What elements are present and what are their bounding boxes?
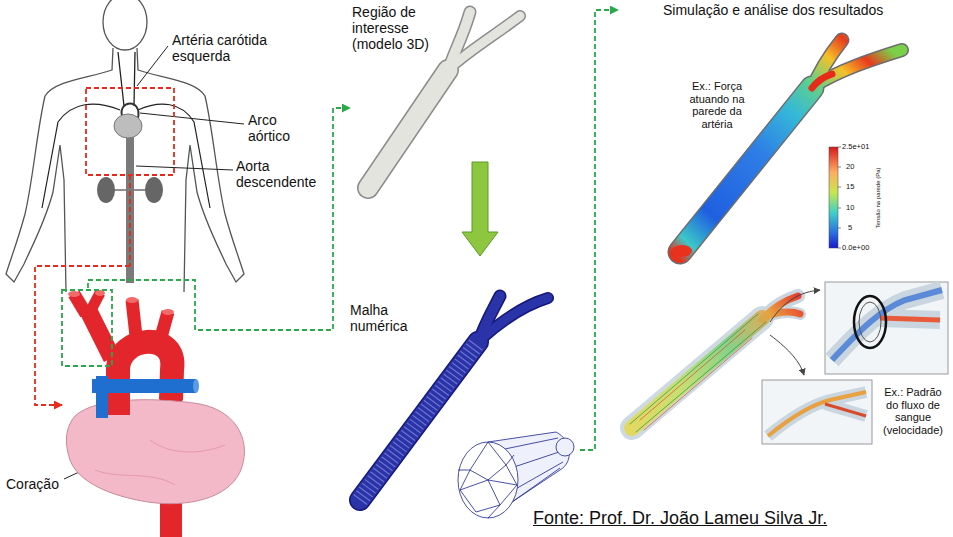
illustration-shape — [137, 46, 168, 86]
illustration-shape — [368, 70, 448, 188]
panel-heading: Malha numérica — [350, 302, 422, 334]
illustration-shape — [450, 16, 520, 68]
heart-panel: Coração — [62, 288, 252, 515]
anatomy-label: Coração — [6, 476, 66, 492]
illustration-shape — [193, 379, 199, 393]
dashed-connector — [580, 10, 618, 450]
illustration-shape — [880, 318, 940, 320]
scale-tick: 20 — [846, 163, 854, 172]
illustration-shape — [132, 300, 137, 345]
illustration-shape — [770, 290, 820, 322]
scale-tick: 5 — [848, 224, 852, 233]
stress-result — [672, 40, 902, 257]
mesh-cylinder — [458, 432, 574, 518]
color-bar — [829, 147, 841, 248]
illustration-shape — [95, 440, 225, 485]
illustration-shape — [88, 310, 112, 358]
scale-tick: 2.5e+01 — [842, 143, 869, 152]
illustration-shape — [854, 296, 886, 348]
illustration-shape — [114, 189, 146, 190]
illustration-shape — [137, 48, 244, 292]
illustration-shape — [118, 342, 172, 415]
illustration-shape — [68, 291, 80, 297]
illustration-shape — [768, 392, 866, 436]
illustration-shape — [118, 52, 135, 106]
illustration-shape — [458, 442, 518, 518]
illustration-shape — [126, 118, 134, 283]
illustration-shape — [630, 314, 766, 432]
illustration-shape — [6, 48, 113, 292]
illustration-shape — [480, 298, 548, 340]
illustration-shape — [838, 147, 841, 248]
scale-tick: 15 — [846, 183, 854, 192]
illustration-shape — [136, 166, 233, 170]
illustration-shape — [97, 177, 115, 203]
illustration-shape — [672, 245, 692, 257]
scale-tick: 10 — [846, 204, 854, 213]
body-vessels — [42, 52, 210, 283]
illustration-shape — [162, 309, 174, 315]
panel-heading: Região de interesse (modelo 3D) — [352, 4, 452, 52]
mesh-panel: Malha numérica — [345, 258, 580, 522]
illustration-shape — [825, 282, 948, 374]
illustration-shape — [762, 380, 872, 444]
result-panel: Ex.: Força atuando na parede da artéria — [665, 60, 905, 265]
illustration-shape — [140, 113, 244, 124]
illustration-shape — [458, 442, 517, 518]
illustration-shape — [368, 70, 448, 188]
illustration-shape — [145, 177, 163, 203]
illustration-shape — [96, 376, 108, 418]
process-arrow — [462, 162, 498, 256]
illustration-shape — [74, 294, 86, 314]
illustration-shape — [768, 392, 866, 436]
illustration-shape — [832, 290, 942, 360]
illustration-shape — [114, 114, 142, 138]
dashed-connector — [35, 266, 130, 405]
illustration-shape — [812, 74, 832, 88]
heart-illustration — [66, 290, 244, 537]
axis-title: Tensão na parede (Pa) — [875, 167, 882, 228]
example-caption: Ex.: Padrão do fluxo de sangue (velocida… — [880, 386, 946, 437]
illustration-shape — [129, 175, 131, 266]
illustration-shape — [66, 400, 244, 504]
illustration-shape — [86, 88, 174, 175]
illustration-shape — [825, 404, 866, 416]
simulation-panel: Simulação e análise dos resultadosEx.: F… — [618, 0, 952, 478]
illustration-shape — [829, 147, 838, 248]
result-panel: Ex.: Padrão do fluxo de sangue (velocida… — [620, 280, 950, 470]
model-panel: Região de interesse (modelo 3D) — [350, 2, 520, 158]
illustration-shape — [103, 0, 147, 50]
illustration-shape — [814, 50, 902, 86]
illustration-shape — [632, 318, 762, 428]
anatomy-label: Artéria carótida esquerda — [172, 32, 297, 64]
illustration-shape — [859, 302, 881, 342]
illustration-shape — [42, 104, 210, 208]
illustration-shape — [126, 297, 138, 303]
illustration-shape — [158, 312, 168, 348]
anatomy-label: Aorta descendente — [236, 158, 326, 190]
illustration-shape — [832, 290, 942, 360]
panel-heading: Simulação e análise dos resultados — [663, 2, 933, 18]
region-box — [86, 88, 174, 266]
dashed-connector — [88, 108, 350, 330]
scale-tick: 0.0e+00 — [842, 244, 869, 253]
illustration-shape — [556, 438, 574, 456]
illustration-shape — [770, 335, 804, 375]
example-caption: Ex.: Força atuando na parede da artéria — [678, 80, 756, 131]
region-box — [62, 290, 112, 366]
illustration-shape — [640, 330, 752, 430]
illustration-shape — [632, 318, 762, 428]
body-panel: Artéria carótida esquerdaArco aórticoAor… — [0, 0, 330, 266]
flow-inset — [762, 282, 948, 444]
source-caption: Fonte: Prof. Dr. João Lameu Silva Jr. — [533, 508, 827, 529]
anatomy-label: Arco aórtico — [248, 112, 304, 144]
